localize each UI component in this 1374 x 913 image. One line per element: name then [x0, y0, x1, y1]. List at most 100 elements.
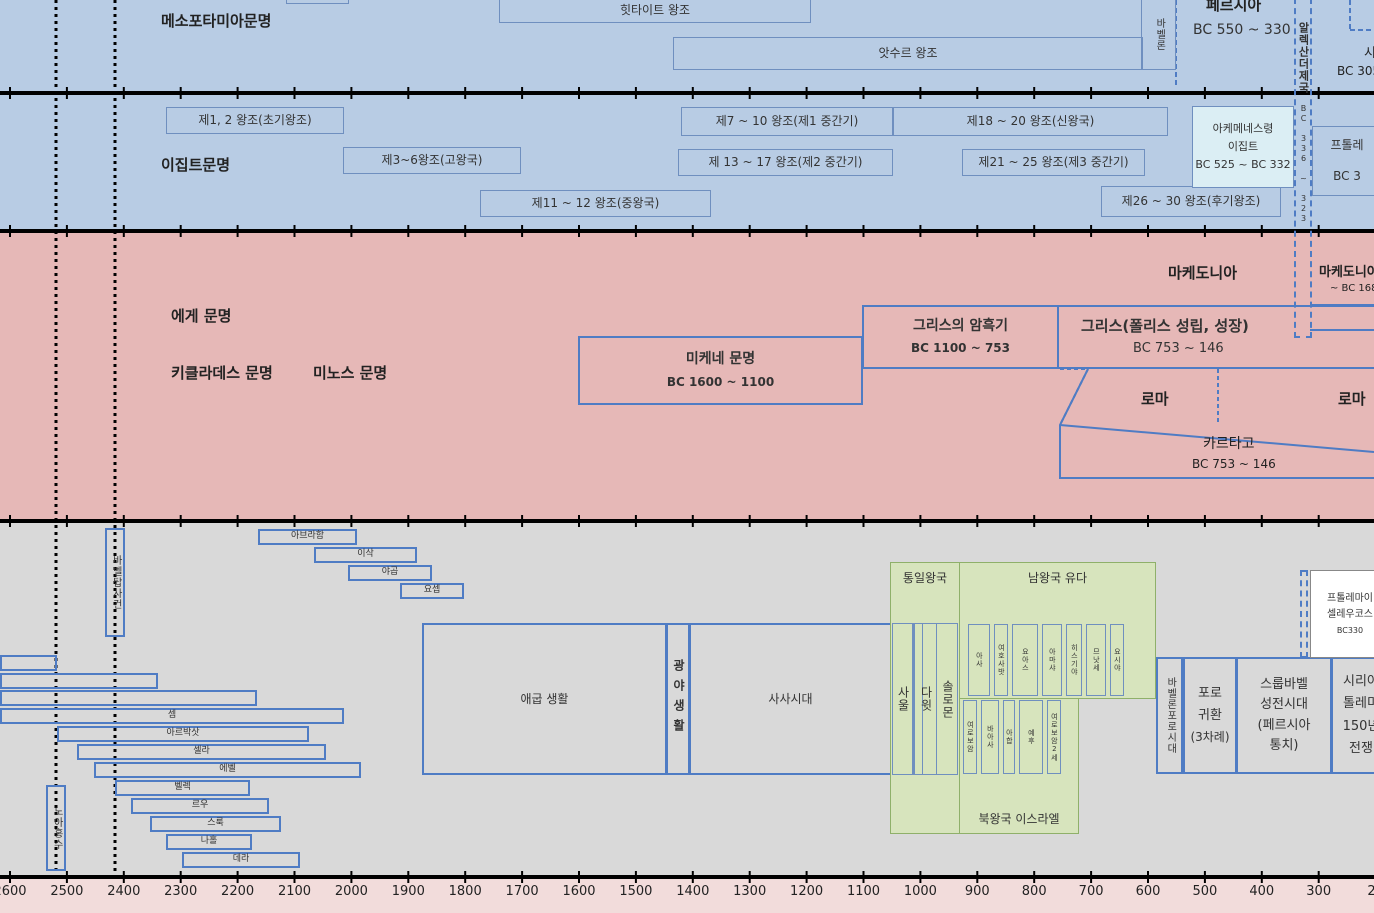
egypt-d21-25: 제21 ~ 25 왕조(제3 중간기) — [962, 149, 1145, 176]
egypt-d1-2: 제1, 2 왕조(초기왕조) — [166, 107, 344, 134]
king-box: 예후 — [1019, 700, 1043, 774]
syria-line3: 150년 — [1342, 718, 1374, 734]
egypt-life-box: 애굽 생활 — [422, 623, 667, 775]
top-cut-box — [286, 0, 349, 4]
axis-tick-label: 2300 — [164, 884, 198, 899]
seleucid-cut: 시 — [1364, 46, 1374, 61]
king-box: 아마샤 — [1042, 624, 1062, 696]
egypt-d11-12: 제11 ~ 12 왕조(중왕국) — [480, 190, 711, 217]
united-label: 통일왕국 — [902, 571, 948, 585]
dark-age-label: 그리스의 암흑기 — [912, 317, 1009, 334]
egypt-d26-30: 제26 ~ 30 왕조(후기왕조) — [1101, 186, 1281, 217]
axis-tick-label: 2000 — [334, 884, 368, 899]
mesopotamia-band — [0, 0, 1374, 93]
patriarch-bar-1 — [0, 655, 57, 671]
patriarch-bar-2 — [0, 673, 158, 689]
ptolemy-cut: 프톨레마이 — [1327, 592, 1373, 604]
axis-tick-label: 1100 — [846, 884, 881, 899]
axis-tick-label: 500 — [1192, 884, 1218, 899]
egypt-label: 이집트문명 — [161, 156, 231, 174]
david-box: 다윗 — [914, 623, 937, 775]
macedonia-label: 마케도니아 — [1168, 264, 1238, 282]
achaemenid-line2: 이집트 — [1227, 140, 1259, 154]
zerubbabel-box: 스룹바벨 성전시대 (페르시아 통치) — [1236, 657, 1332, 774]
isaac-box: 이삭 — [314, 547, 417, 563]
peleg-box: 벨렉 — [115, 780, 250, 796]
babel-box: 바벨탑사건 — [105, 528, 125, 637]
syria-line2: 톨레미 — [1343, 696, 1374, 712]
egypt-d3-6: 제3~6왕조(고왕국) — [343, 147, 521, 174]
axis-tick-label: 700 — [1078, 884, 1104, 899]
patriarch-bar-3 — [0, 690, 257, 706]
egypt-d13-17: 제 13 ~ 17 왕조(제2 중간기) — [678, 149, 893, 176]
axis-tick-label: 20 — [1367, 884, 1374, 899]
terah-box: 데라 — [182, 852, 300, 868]
mycenae-box: 미케네 문명 BC 1600 ~ 1100 — [578, 336, 863, 405]
syria-line1: 시리아 — [1343, 674, 1374, 689]
united-kingdom-area: 통일왕국 — [890, 562, 960, 834]
persia-title: 페르시아 — [1206, 0, 1262, 14]
carthage-label: 카르타고 — [1203, 436, 1255, 452]
noah-box: 노아홍수 — [46, 785, 66, 871]
greece-date: BC 753 ~ 146 — [1133, 341, 1224, 357]
king-box: 여로보암2세 — [1047, 700, 1061, 774]
axis-tick-label: 1400 — [676, 884, 710, 899]
zerub-line2: 성전시대 — [1260, 697, 1308, 713]
mycenae-label: 미케네 문명 — [685, 351, 756, 368]
axis-tick-label: 2200 — [221, 884, 255, 899]
judges-box: 사사시대 — [689, 623, 892, 775]
aegean-band — [0, 231, 1374, 521]
axis-tick-label: 1000 — [903, 884, 937, 899]
eber-box: 에벨 — [94, 762, 361, 778]
axis-tick-label: 1800 — [448, 884, 482, 899]
zerub-line1: 스룹바벨 — [1260, 677, 1308, 692]
serug-box: 스룩 — [150, 816, 281, 832]
axis-tick-label: 1900 — [391, 884, 425, 899]
king-box: 므낫세 — [1086, 624, 1106, 696]
axis-tick-label: 2500 — [50, 884, 84, 899]
shem-box: 셈 — [0, 708, 344, 724]
king-box: 여호사밧 — [994, 624, 1008, 696]
zerub-line4: 통치) — [1269, 737, 1299, 753]
babylon-box: 바벨론 — [1141, 0, 1176, 70]
return-line2: 귀환 — [1198, 708, 1222, 723]
cycladic-label: 키클라데스 문명 — [171, 364, 273, 382]
achaemenid-line3: BC 525 ~ BC 332 — [1195, 157, 1291, 171]
return-line1: 포로 — [1198, 685, 1222, 701]
mesopotamia-label: 메소포타미아문명 — [161, 12, 272, 30]
dark-age-date: BC 1100 ~ 753 — [911, 341, 1010, 356]
egypt-d7-10: 제7 ~ 10 왕조(제1 중간기) — [681, 107, 893, 136]
axis-tick-label: 1200 — [790, 884, 824, 899]
greece-box: 그리스(폴리스 성립, 성장) BC 753 ~ 146 — [1057, 305, 1374, 369]
alexander-label: 알렉산더제국 — [1296, 22, 1310, 94]
shelah-box: 셀라 — [77, 744, 326, 760]
axis-tick-label: 1300 — [733, 884, 767, 899]
joseph-box: 요셉 — [400, 583, 464, 599]
judah-label: 남왕국 유다 — [1027, 571, 1087, 585]
return-line3: (3차례) — [1190, 730, 1230, 745]
nahor-box: 나홀 — [166, 834, 252, 850]
rome2-label: 로마 — [1338, 390, 1366, 408]
solomon-box: 솔로몬 — [936, 623, 958, 775]
abraham-box: 아브라함 — [258, 529, 357, 545]
wilderness-box: 광야생활 — [666, 623, 690, 775]
king-box: 아사 — [968, 624, 990, 696]
alexander-box: 알렉산더제국 BC 336 ~ 323 — [1294, 0, 1312, 338]
axis-tick-label: 300 — [1306, 884, 1332, 899]
axis-tick-label: 900 — [964, 884, 990, 899]
mycenae-date: BC 1600 ~ 1100 — [666, 374, 775, 389]
axis-band — [0, 877, 1374, 913]
assyria-box: 앗수르 왕조 — [673, 37, 1143, 70]
king-box: 바아사 — [981, 700, 999, 774]
macedonia2-label: 마케도니아 — [1319, 265, 1374, 280]
hittite-box: 힛타이트 왕조 — [499, 0, 811, 23]
axis-tick-label: 400 — [1249, 884, 1275, 899]
achaemenid-line1: 아케메네스령 — [1212, 122, 1274, 136]
king-box: 아합 — [1003, 700, 1015, 774]
date-cut: BC330 — [1336, 625, 1364, 635]
syria-line4: 전쟁 — [1349, 740, 1373, 756]
egypt-d18-20: 제18 ~ 20 왕조(신왕국) — [893, 107, 1168, 136]
ptolemy-egypt-date: BC 3 — [1333, 169, 1361, 183]
seleucid-date-cut: BC 305 — [1337, 64, 1374, 78]
